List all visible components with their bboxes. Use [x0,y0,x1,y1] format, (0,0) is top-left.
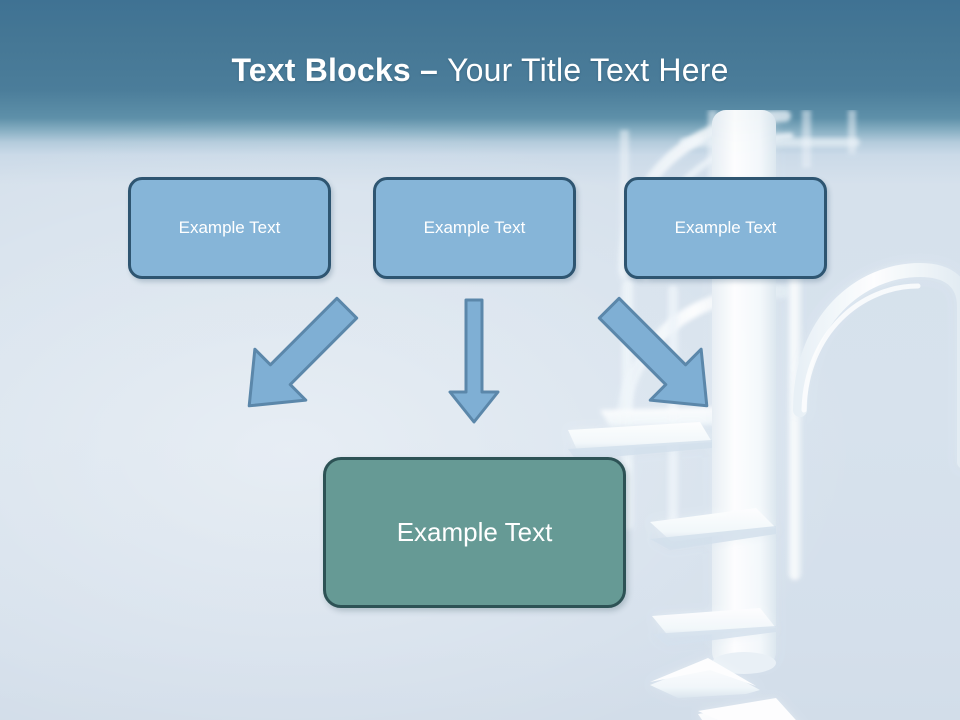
title-dash: – [419,52,438,88]
summary-text-block-label: Example Text [396,517,553,547]
title-bold-part: Text Blocks [231,52,411,88]
text-block-1-label: Example Text [178,218,281,237]
text-block-2[interactable]: Example Text [373,177,576,279]
slide-title: Text Blocks – Your Title Text Here [0,50,960,90]
arrow-down-right-icon [218,282,378,432]
arrow-down-icon [438,296,510,426]
title-light-part: Your Title Text Here [447,52,729,88]
text-block-2-label: Example Text [423,218,526,237]
summary-text-block[interactable]: Example Text [323,457,626,608]
text-block-1[interactable]: Example Text [128,177,331,279]
text-block-3-label: Example Text [674,218,777,237]
text-block-3[interactable]: Example Text [624,177,827,279]
arrow-down-left-icon [578,282,738,432]
